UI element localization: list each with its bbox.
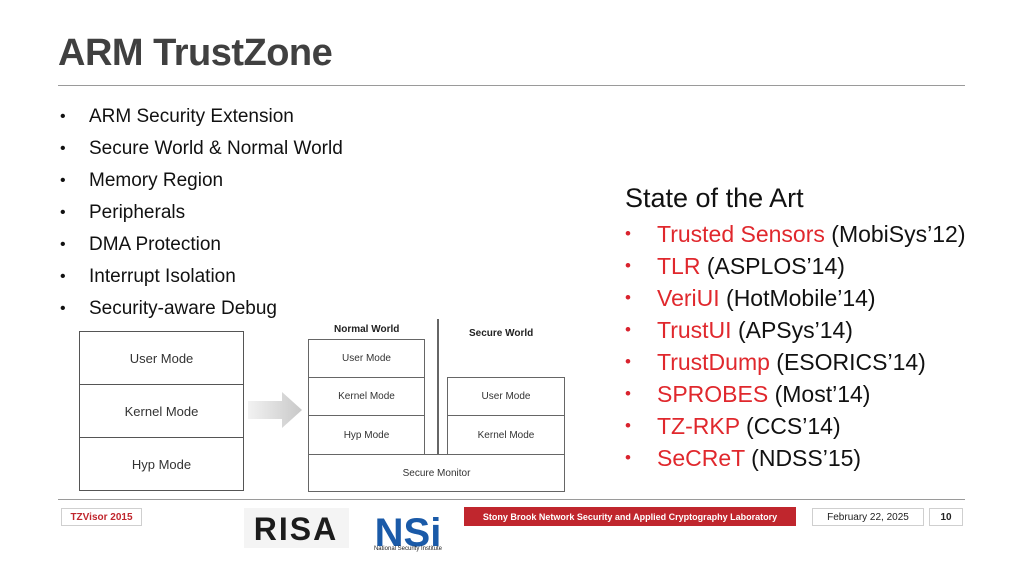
nsi-subtitle: National Security Institute <box>373 546 443 552</box>
work-venue: (ESORICS’14) <box>776 349 926 375</box>
secure-user-mode: User Mode <box>447 377 565 416</box>
normal-user-mode: User Mode <box>308 339 425 378</box>
page-number-badge: 10 <box>929 508 963 526</box>
related-work-item: • TrustUI (APSys’14) <box>625 316 966 348</box>
lab-name-banner: Stony Brook Network Security and Applied… <box>464 507 796 526</box>
work-venue: (ASPLOS’14) <box>706 253 845 279</box>
work-name: TrustUI <box>657 317 732 343</box>
work-venue: (APSys’14) <box>737 317 853 343</box>
date-badge: February 22, 2025 <box>812 508 924 526</box>
bullet-text: Secure World & Normal World <box>89 138 343 159</box>
work-name: SPROBES <box>657 381 769 407</box>
world-divider <box>437 319 439 454</box>
work-name: TrustDump <box>657 349 770 375</box>
bullet-icon: • <box>625 288 631 307</box>
work-name: Trusted Sensors <box>657 221 825 247</box>
bullet-icon: • <box>60 204 66 221</box>
bullet-icon: • <box>60 140 66 157</box>
bullet-item: • Interrupt Isolation <box>60 264 343 296</box>
secure-monitor: Secure Monitor <box>308 454 565 492</box>
related-work-item: • SeCReT (NDSS’15) <box>625 444 966 476</box>
related-work-item: • TrustDump (ESORICS’14) <box>625 348 966 380</box>
bullet-icon: • <box>60 268 66 285</box>
bullet-icon: • <box>60 172 66 189</box>
bullet-text: ARM Security Extension <box>89 106 294 127</box>
bullet-icon: • <box>60 108 66 125</box>
work-name: SeCReT <box>657 445 745 471</box>
single-world-stack: User Mode Kernel Mode Hyp Mode <box>79 331 244 491</box>
feature-bullet-list: • ARM Security Extension • Secure World & … <box>60 104 343 328</box>
normal-world-label: Normal World <box>334 324 400 335</box>
related-work-item: • TZ-RKP (CCS’14) <box>625 412 966 444</box>
work-venue: (HotMobile’14) <box>726 285 876 311</box>
normal-hyp-mode: Hyp Mode <box>308 415 425 455</box>
bullet-text: Interrupt Isolation <box>89 266 236 287</box>
bullet-item: • Peripherals <box>60 200 343 232</box>
work-name: TLR <box>657 253 701 279</box>
bullet-item: • ARM Security Extension <box>60 104 343 136</box>
right-arrow-icon <box>248 392 302 428</box>
nsi-logo-icon: NSi <box>364 509 452 555</box>
kernel-mode-layer: Kernel Mode <box>80 385 243 438</box>
footer-event-badge: TZVisor 2015 <box>61 508 142 526</box>
work-venue: (Most’14) <box>774 381 871 407</box>
state-of-the-art-section: State of the Art • Trusted Sensors (MobiS… <box>625 183 966 476</box>
related-work-item: • VeriUI (HotMobile’14) <box>625 284 966 316</box>
page-title: ARM TrustZone <box>58 32 333 74</box>
bullet-text: DMA Protection <box>89 234 221 255</box>
bullet-text: Security-aware Debug <box>89 298 277 319</box>
bullet-icon: • <box>625 256 631 275</box>
bullet-icon: • <box>60 236 66 253</box>
bullet-text: Memory Region <box>89 170 224 191</box>
related-work-item: • TLR (ASPLOS’14) <box>625 252 966 284</box>
normal-kernel-mode: Kernel Mode <box>308 377 425 416</box>
bullet-icon: • <box>625 320 631 339</box>
related-work-list: • Trusted Sensors (MobiSys’12) • TLR (ASPL… <box>625 220 966 476</box>
title-divider <box>58 85 965 86</box>
related-work-item: • Trusted Sensors (MobiSys’12) <box>625 220 966 252</box>
bullet-icon: • <box>625 224 631 243</box>
risa-logo-icon: RISA <box>244 508 349 548</box>
work-venue: (MobiSys’12) <box>831 221 966 247</box>
bullet-item: • Security-aware Debug <box>60 296 343 328</box>
secure-world-label: Secure World <box>469 328 534 339</box>
svg-text:NSi: NSi <box>375 511 442 555</box>
work-venue: (NDSS’15) <box>751 445 862 471</box>
work-name: VeriUI <box>657 285 720 311</box>
section-title: State of the Art <box>625 183 804 213</box>
work-name: TZ-RKP <box>657 413 740 439</box>
bullet-text: Peripherals <box>89 202 186 223</box>
user-mode-layer: User Mode <box>80 332 243 385</box>
footer-divider <box>58 499 965 500</box>
bullet-icon: • <box>625 448 631 467</box>
bullet-icon: • <box>625 384 631 403</box>
svg-text:RISA: RISA <box>254 511 338 547</box>
related-work-item: • SPROBES (Most’14) <box>625 380 966 412</box>
bullet-icon: • <box>625 416 631 435</box>
secure-kernel-mode: Kernel Mode <box>447 415 565 455</box>
bullet-icon: • <box>625 352 631 371</box>
bullet-item: • Secure World & Normal World <box>60 136 343 168</box>
hyp-mode-layer: Hyp Mode <box>131 456 192 472</box>
bullet-icon: • <box>60 300 66 317</box>
bullet-item: • Memory Region <box>60 168 343 200</box>
work-venue: (CCS’14) <box>746 413 841 439</box>
bullet-item: • DMA Protection <box>60 232 343 264</box>
